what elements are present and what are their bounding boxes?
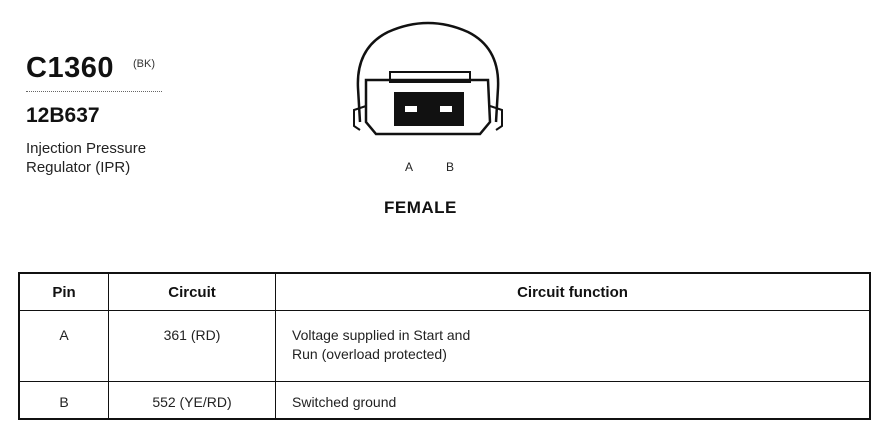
row-function: Voltage supplied in Start and Run (overl… <box>275 310 871 382</box>
row-pin-value: B <box>59 393 69 410</box>
table-header-row: Pin Circuit Circuit function <box>18 272 871 311</box>
row-pin: A <box>18 310 109 382</box>
row-circuit-value: 552 (YE/RD) <box>152 393 232 410</box>
connector-gender: FEMALE <box>384 198 457 217</box>
component-description: Injection Pressure Regulator (IPR) <box>26 139 146 177</box>
connector-id: C1360 <box>26 52 114 84</box>
description-line-1: Injection Pressure <box>26 140 147 157</box>
row-circuit: 552 (YE/RD) <box>108 381 276 420</box>
terminal-b <box>440 106 452 112</box>
table-row: A 361 (RD) Voltage supplied in Start and… <box>18 310 871 382</box>
connector-color-code: (BK) <box>133 58 155 70</box>
row-circuit: 361 (RD) <box>108 310 276 382</box>
connector-shell-outline <box>356 21 500 123</box>
connector-face-icon <box>353 21 503 136</box>
connector-left-tab <box>353 105 367 131</box>
connector-latch <box>389 71 471 83</box>
row-pin-value: A <box>59 327 69 343</box>
pin-label-b: B <box>446 160 455 174</box>
connector-right-tab <box>489 105 503 131</box>
row-function: Switched ground <box>275 381 871 420</box>
row-function-line: Switched ground <box>292 393 397 410</box>
row-pin: B <box>18 381 109 420</box>
part-number: 12B637 <box>26 104 100 127</box>
terminal-block <box>394 92 464 126</box>
connector-housing-outline <box>364 78 492 136</box>
description-line-2: Regulator (IPR) <box>26 159 131 176</box>
header-pin: Pin <box>18 272 109 311</box>
connector-id-underline <box>26 91 162 92</box>
row-circuit-value: 361 (RD) <box>163 327 221 343</box>
row-function-line: Voltage supplied in Start and <box>292 327 471 343</box>
pin-circuit-table: Pin Circuit Circuit function A 361 (RD) … <box>18 272 871 420</box>
row-function-line: Run (overload protected) <box>292 346 447 362</box>
header-circuit-function: Circuit function <box>275 272 871 311</box>
table-row: B 552 (YE/RD) Switched ground <box>18 381 871 420</box>
header-circuit: Circuit <box>108 272 276 311</box>
terminal-a <box>405 106 417 112</box>
pin-label-a: A <box>405 160 414 174</box>
